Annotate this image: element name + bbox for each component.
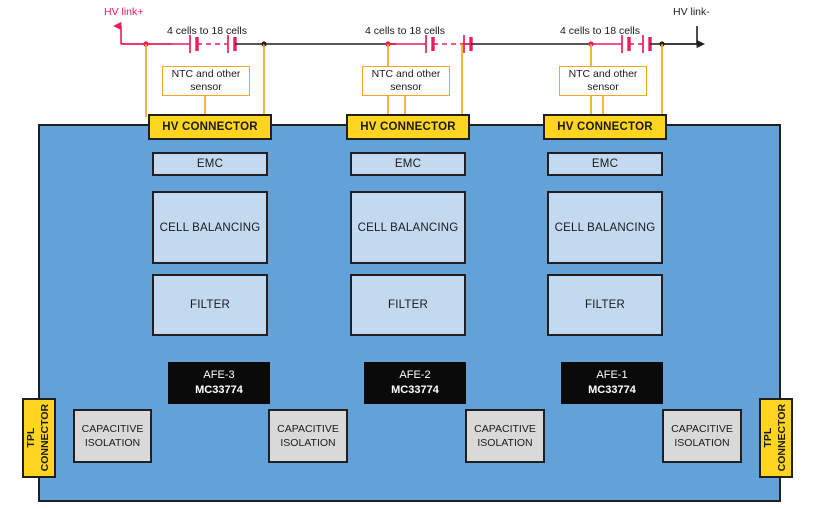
hv-link-negative-label: HV link-: [673, 6, 710, 18]
tpl-line1: TPL: [762, 428, 775, 448]
emc-block-1[interactable]: EMC: [152, 152, 268, 176]
isolation-line2: ISOLATION: [280, 437, 336, 449]
filter-block-3[interactable]: FILTER: [547, 274, 663, 336]
tpl-connector-left[interactable]: TPL CONNECTOR: [22, 398, 56, 478]
isolation-line2: ISOLATION: [674, 437, 730, 449]
afe-part-number: MC33774: [588, 384, 636, 396]
cell-count-label-2: 4 cells to 18 cells: [365, 25, 445, 37]
tpl-connector-right-label: TPL CONNECTOR: [762, 404, 789, 471]
ntc-sensor-line2: sensor: [587, 81, 619, 93]
ntc-sensor-line2: sensor: [190, 81, 222, 93]
hv-link-negative-wire: [662, 26, 705, 49]
ntc-sensor-line1: NTC and other: [568, 67, 638, 80]
tpl-line1: TPL: [25, 428, 38, 448]
cell-string-1: [121, 35, 267, 117]
cell-balancing-block-3[interactable]: CELL BALANCING: [547, 191, 663, 264]
emc-block-2[interactable]: EMC: [350, 152, 466, 176]
ntc-sensor-box-1[interactable]: NTC and other sensor: [162, 66, 250, 96]
afe-part-number: MC33774: [391, 384, 439, 396]
afe-part-number: MC33774: [195, 384, 243, 396]
tpl-line2: CONNECTOR: [776, 404, 789, 472]
afe-block-1[interactable]: AFE-1 MC33774: [561, 362, 663, 404]
isolation-line1: CAPACITIVE: [277, 422, 339, 435]
afe-name: AFE-2: [399, 369, 431, 382]
cell-balancing-block-2[interactable]: CELL BALANCING: [350, 191, 466, 264]
cell-string-2: [264, 35, 591, 117]
hv-link-positive-label: HV link+: [104, 6, 144, 18]
tpl-line2: CONNECTOR: [39, 404, 52, 472]
cell-count-label-1: 4 cells to 18 cells: [167, 25, 247, 37]
tpl-connector-left-label: TPL CONNECTOR: [25, 404, 52, 471]
afe-block-2[interactable]: AFE-2 MC33774: [364, 362, 466, 404]
afe-block-3[interactable]: AFE-3 MC33774: [168, 362, 270, 404]
ntc-sensor-line1: NTC and other: [171, 67, 241, 80]
filter-block-1[interactable]: FILTER: [152, 274, 268, 336]
capacitive-isolation-1[interactable]: CAPACITIVE ISOLATION: [73, 409, 152, 463]
cell-count-label-3: 4 cells to 18 cells: [560, 25, 640, 37]
cell-balancing-block-1[interactable]: CELL BALANCING: [152, 191, 268, 264]
isolation-line2: ISOLATION: [84, 437, 141, 449]
ntc-sensor-line2: sensor: [390, 81, 422, 93]
afe-name: AFE-3: [203, 369, 235, 382]
capacitive-isolation-3[interactable]: CAPACITIVE ISOLATION: [465, 409, 545, 463]
ntc-sensor-line1: NTC and other: [371, 67, 441, 80]
filter-block-2[interactable]: FILTER: [350, 274, 466, 336]
hv-connector-2[interactable]: HV CONNECTOR: [346, 114, 470, 140]
tpl-connector-right[interactable]: TPL CONNECTOR: [759, 398, 793, 478]
capacitive-isolation-4[interactable]: CAPACITIVE ISOLATION: [662, 409, 742, 463]
isolation-line1: CAPACITIVE: [671, 422, 733, 435]
cell-string-3: [588, 35, 697, 117]
capacitive-isolation-2[interactable]: CAPACITIVE ISOLATION: [268, 409, 348, 463]
isolation-line2: ISOLATION: [477, 437, 533, 449]
emc-block-3[interactable]: EMC: [547, 152, 663, 176]
hv-connector-1[interactable]: HV CONNECTOR: [148, 114, 272, 140]
afe-name: AFE-1: [596, 369, 628, 382]
isolation-line1: CAPACITIVE: [81, 422, 144, 435]
hv-link-positive-wire: [113, 21, 172, 45]
isolation-line1: CAPACITIVE: [474, 422, 536, 435]
ntc-sensor-box-3[interactable]: NTC and other sensor: [559, 66, 647, 96]
ntc-sensor-box-2[interactable]: NTC and other sensor: [362, 66, 450, 96]
hv-connector-3[interactable]: HV CONNECTOR: [543, 114, 667, 140]
